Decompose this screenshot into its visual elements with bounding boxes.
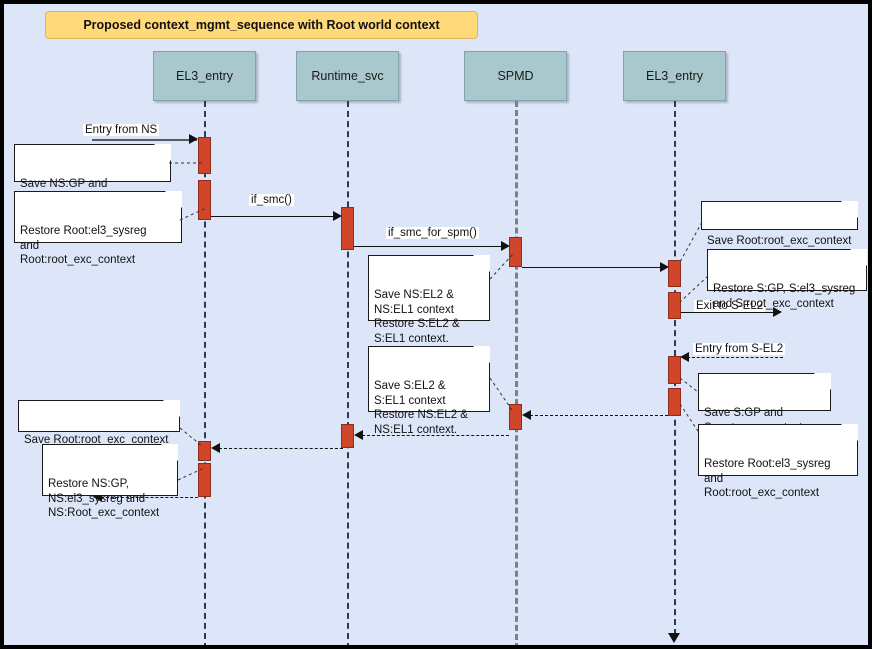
note-restore-s-gp: Restore S:GP, S:el3_sysreg and S:root_ex… xyxy=(707,249,867,310)
activation-bar xyxy=(668,292,681,319)
participant-label: EL3_entry xyxy=(176,69,233,83)
activation-bar xyxy=(668,260,681,287)
arrowhead-icon xyxy=(211,443,220,453)
note-fold-icon xyxy=(814,373,831,390)
message-line-el3-right-to-spmd xyxy=(530,415,668,416)
arrowhead-icon xyxy=(354,430,363,440)
arrowhead-icon xyxy=(333,211,342,221)
message-line-entry-from-ns xyxy=(92,139,197,141)
lifeline-runtime-svc xyxy=(347,101,349,645)
arrowhead-icon xyxy=(501,241,510,251)
activation-bar xyxy=(341,424,354,448)
note-restore-root-el3sysreg: Restore Root:el3_sysreg and Root:root_ex… xyxy=(14,191,182,266)
diagram-title-banner: Proposed context_mgmt_sequence with Root… xyxy=(45,11,478,39)
lifeline-el3-entry-left xyxy=(204,101,206,645)
note-fold-icon xyxy=(473,255,490,272)
note-save-ns-gp: Save NS:GP and NS:Root_exc_context xyxy=(14,144,171,205)
note-fold-icon xyxy=(841,424,858,441)
activation-bar xyxy=(668,388,681,416)
note-restore-root-el3sysreg-2: Restore Root:el3_sysreg and Root:root_ex… xyxy=(698,424,858,499)
note-text: Restore S:GP, S:el3_sysreg and S:root_ex… xyxy=(713,283,856,310)
note-save-root-exc-right: Save Root:root_exc_context xyxy=(701,201,858,247)
lifeline-spmd xyxy=(515,101,518,645)
message-label-entry-from-ns: Entry from NS xyxy=(83,124,160,136)
activation-bar xyxy=(198,137,211,174)
message-label-if-smc: if_smc() xyxy=(249,194,294,206)
note-fold-icon xyxy=(165,191,182,208)
message-label-entry-from-sel2: Entry from S-EL2 xyxy=(693,343,786,355)
activation-bar xyxy=(198,441,211,461)
note-fold-icon xyxy=(850,249,867,266)
note-save-ns-el2: Save NS:EL2 & NS:EL1 context Restore S:E… xyxy=(368,255,490,345)
note-text: Restore Root:el3_sysreg and Root:root_ex… xyxy=(704,458,831,499)
note-fold-icon xyxy=(841,201,858,218)
message-line-runtime-svc-to-el3-left xyxy=(219,448,343,449)
note-text: Save Root:root_exc_context xyxy=(24,434,169,446)
activation-bar xyxy=(198,463,211,497)
arrowhead-icon xyxy=(189,134,198,144)
message-line-if-smc-for-spm xyxy=(354,246,507,247)
message-label-if-smc-for-spm: if_smc_for_spm() xyxy=(386,227,479,239)
note-save-s-el2: Save S:EL2 & S:EL1 context Restore NS:EL… xyxy=(368,346,490,436)
arrowhead-icon xyxy=(773,307,782,317)
participant-el3-entry-left[interactable]: EL3_entry xyxy=(153,51,256,101)
activation-bar xyxy=(509,237,522,267)
arrowhead-icon xyxy=(660,262,669,272)
message-line-exit-to-sel2 xyxy=(681,312,779,313)
activation-bar xyxy=(668,356,681,384)
note-text: Save NS:EL2 & NS:EL1 context Restore S:E… xyxy=(374,289,460,345)
note-fold-icon xyxy=(473,346,490,363)
activation-bar xyxy=(198,180,211,220)
participant-label: SPMD xyxy=(497,69,534,83)
arrowhead-icon xyxy=(680,352,689,362)
message-line-entry-from-sel2 xyxy=(687,357,783,358)
participant-el3-entry-right[interactable]: EL3_entry xyxy=(623,51,726,101)
message-line-spmd-to-runtime-svc xyxy=(362,435,509,436)
activation-bar xyxy=(341,207,354,250)
participant-label: Runtime_svc xyxy=(311,69,384,83)
message-line-el3-left-exit xyxy=(101,497,198,498)
note-save-s-gp: Save S:GP and S:root_exc_context xyxy=(698,373,831,434)
note-text: Restore NS:GP, NS:el3_sysreg and NS:Root… xyxy=(48,478,160,519)
note-fold-icon xyxy=(154,144,171,161)
lifeline-end-arrow-icon xyxy=(668,633,680,643)
note-text: Restore Root:el3_sysreg and Root:root_ex… xyxy=(20,225,147,266)
participant-label: EL3_entry xyxy=(646,69,703,83)
note-save-root-exc-left: Save Root:root_exc_context xyxy=(18,400,180,446)
arrowhead-icon xyxy=(93,492,102,502)
note-restore-ns-gp: Restore NS:GP, NS:el3_sysreg and NS:Root… xyxy=(42,444,178,519)
message-label-exit-to-sel2: Exit to S-EL2 xyxy=(694,300,766,312)
participant-spmd[interactable]: SPMD xyxy=(464,51,567,101)
note-fold-icon xyxy=(161,444,178,461)
participant-runtime-svc[interactable]: Runtime_svc xyxy=(296,51,399,101)
arrowhead-icon xyxy=(522,410,531,420)
message-line-spmd-to-el3-right xyxy=(522,267,666,268)
message-line-if-smc xyxy=(211,216,339,217)
note-text: Save Root:root_exc_context xyxy=(707,235,852,247)
note-text: Save S:EL2 & S:EL1 context Restore NS:EL… xyxy=(374,380,468,436)
note-fold-icon xyxy=(163,400,180,417)
activation-bar xyxy=(509,404,522,430)
